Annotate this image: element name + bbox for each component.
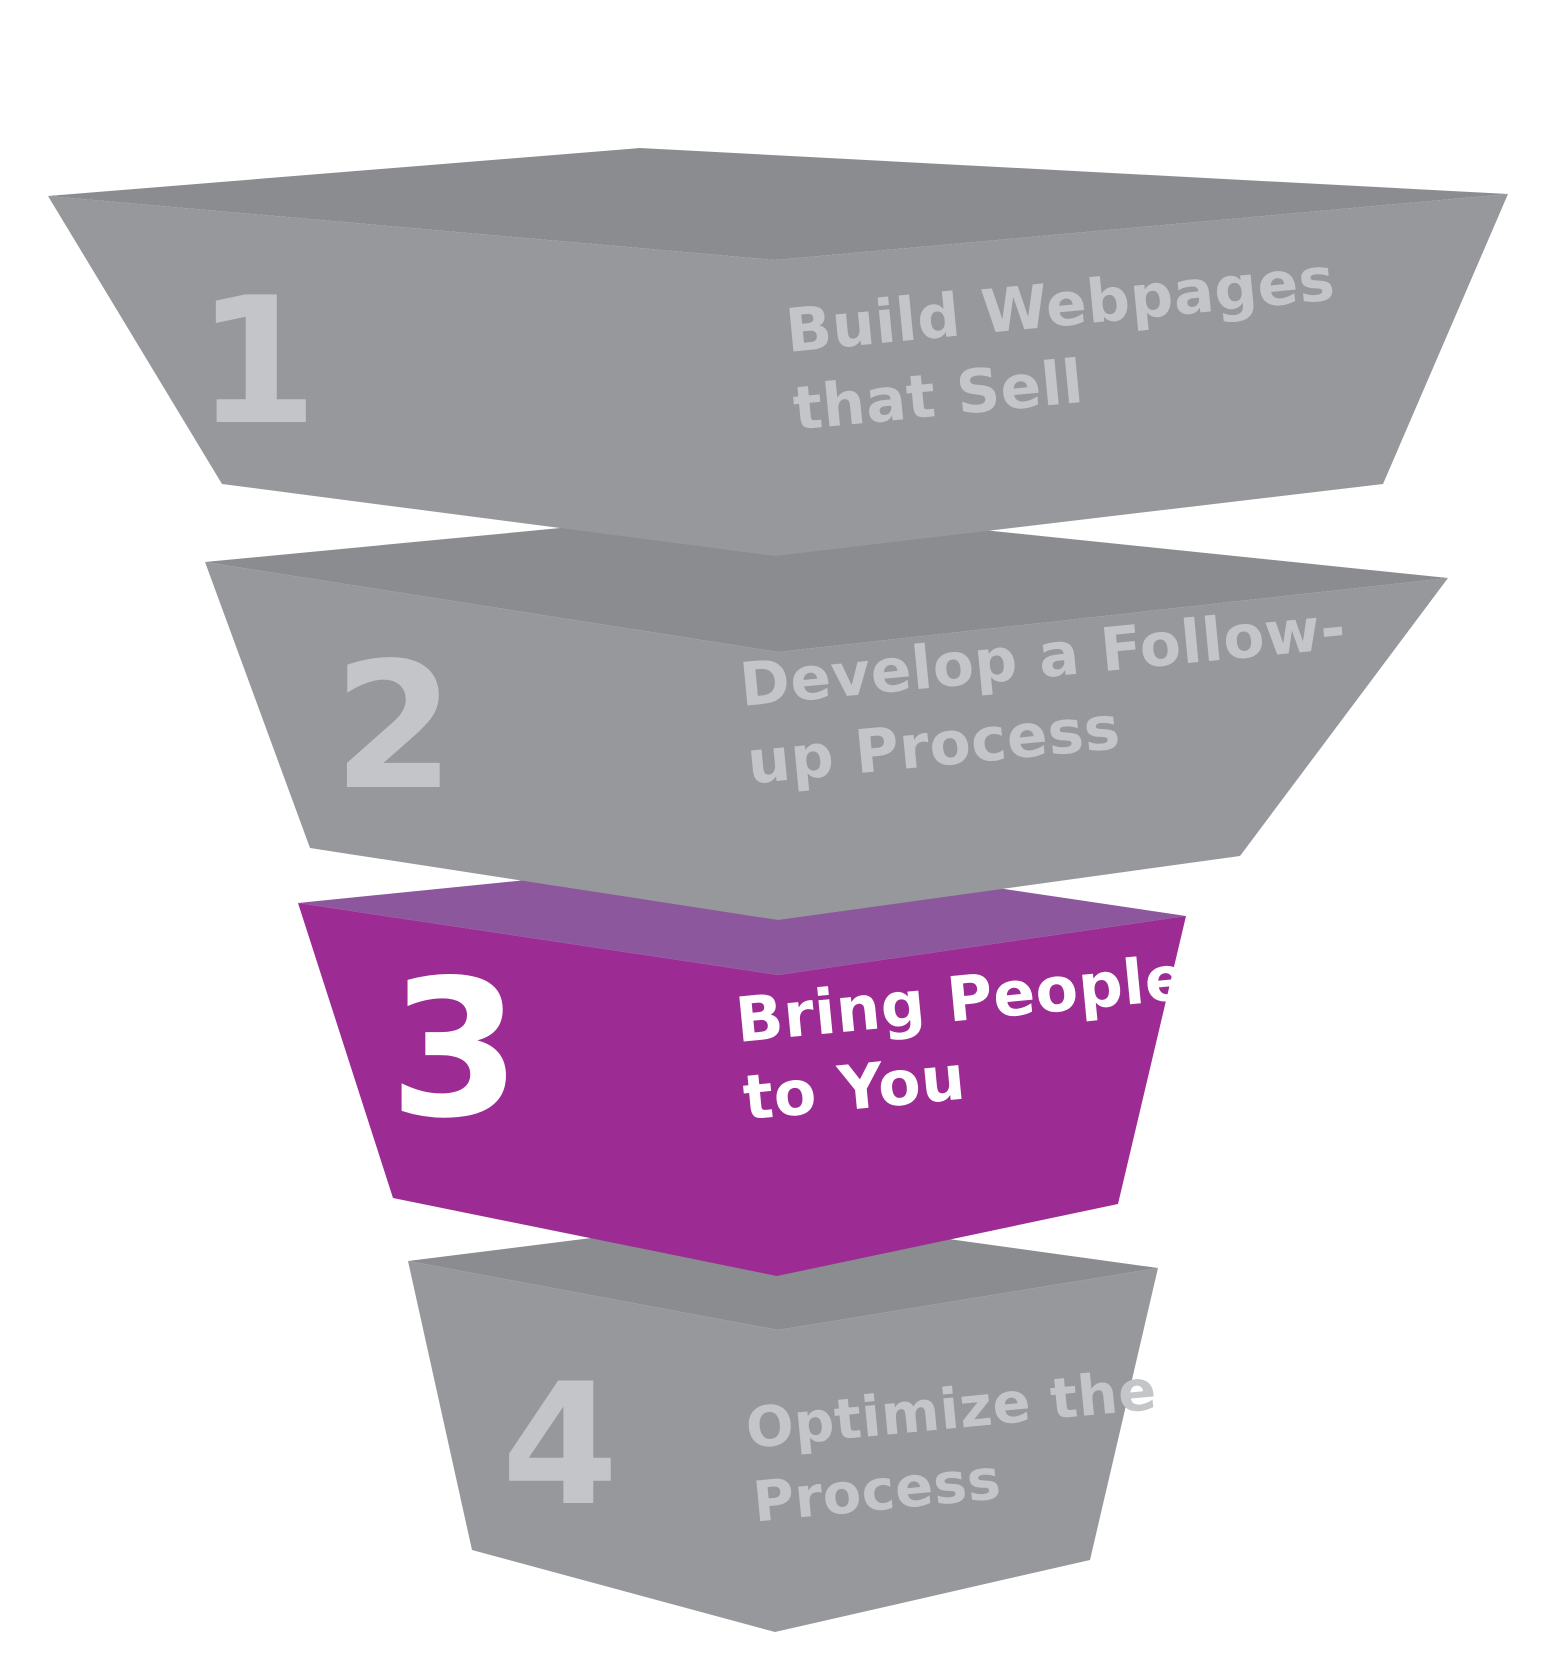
- step-4-number: 4: [502, 1347, 619, 1543]
- step-4-front-face: [408, 1261, 1158, 1632]
- step-2-number: 2: [333, 626, 455, 829]
- funnel-step-4: 4 Optimize the Process: [408, 1215, 1159, 1632]
- step-1-number: 1: [196, 261, 318, 464]
- step-2-top-face: [205, 508, 1448, 652]
- step-3-front-face: [298, 903, 1186, 1276]
- step-1-front-face: [48, 194, 1508, 556]
- step-2-front-face: [205, 562, 1448, 920]
- step-1-top-face: [48, 148, 1508, 260]
- funnel-step-2: 2 Develop a Follow- up Process: [205, 508, 1448, 920]
- step-3-number: 3: [389, 939, 521, 1160]
- funnel-step-1: 1 Build Webpages that Sell: [48, 148, 1508, 556]
- funnel-step-3: 3 Bring People to You: [298, 855, 1190, 1276]
